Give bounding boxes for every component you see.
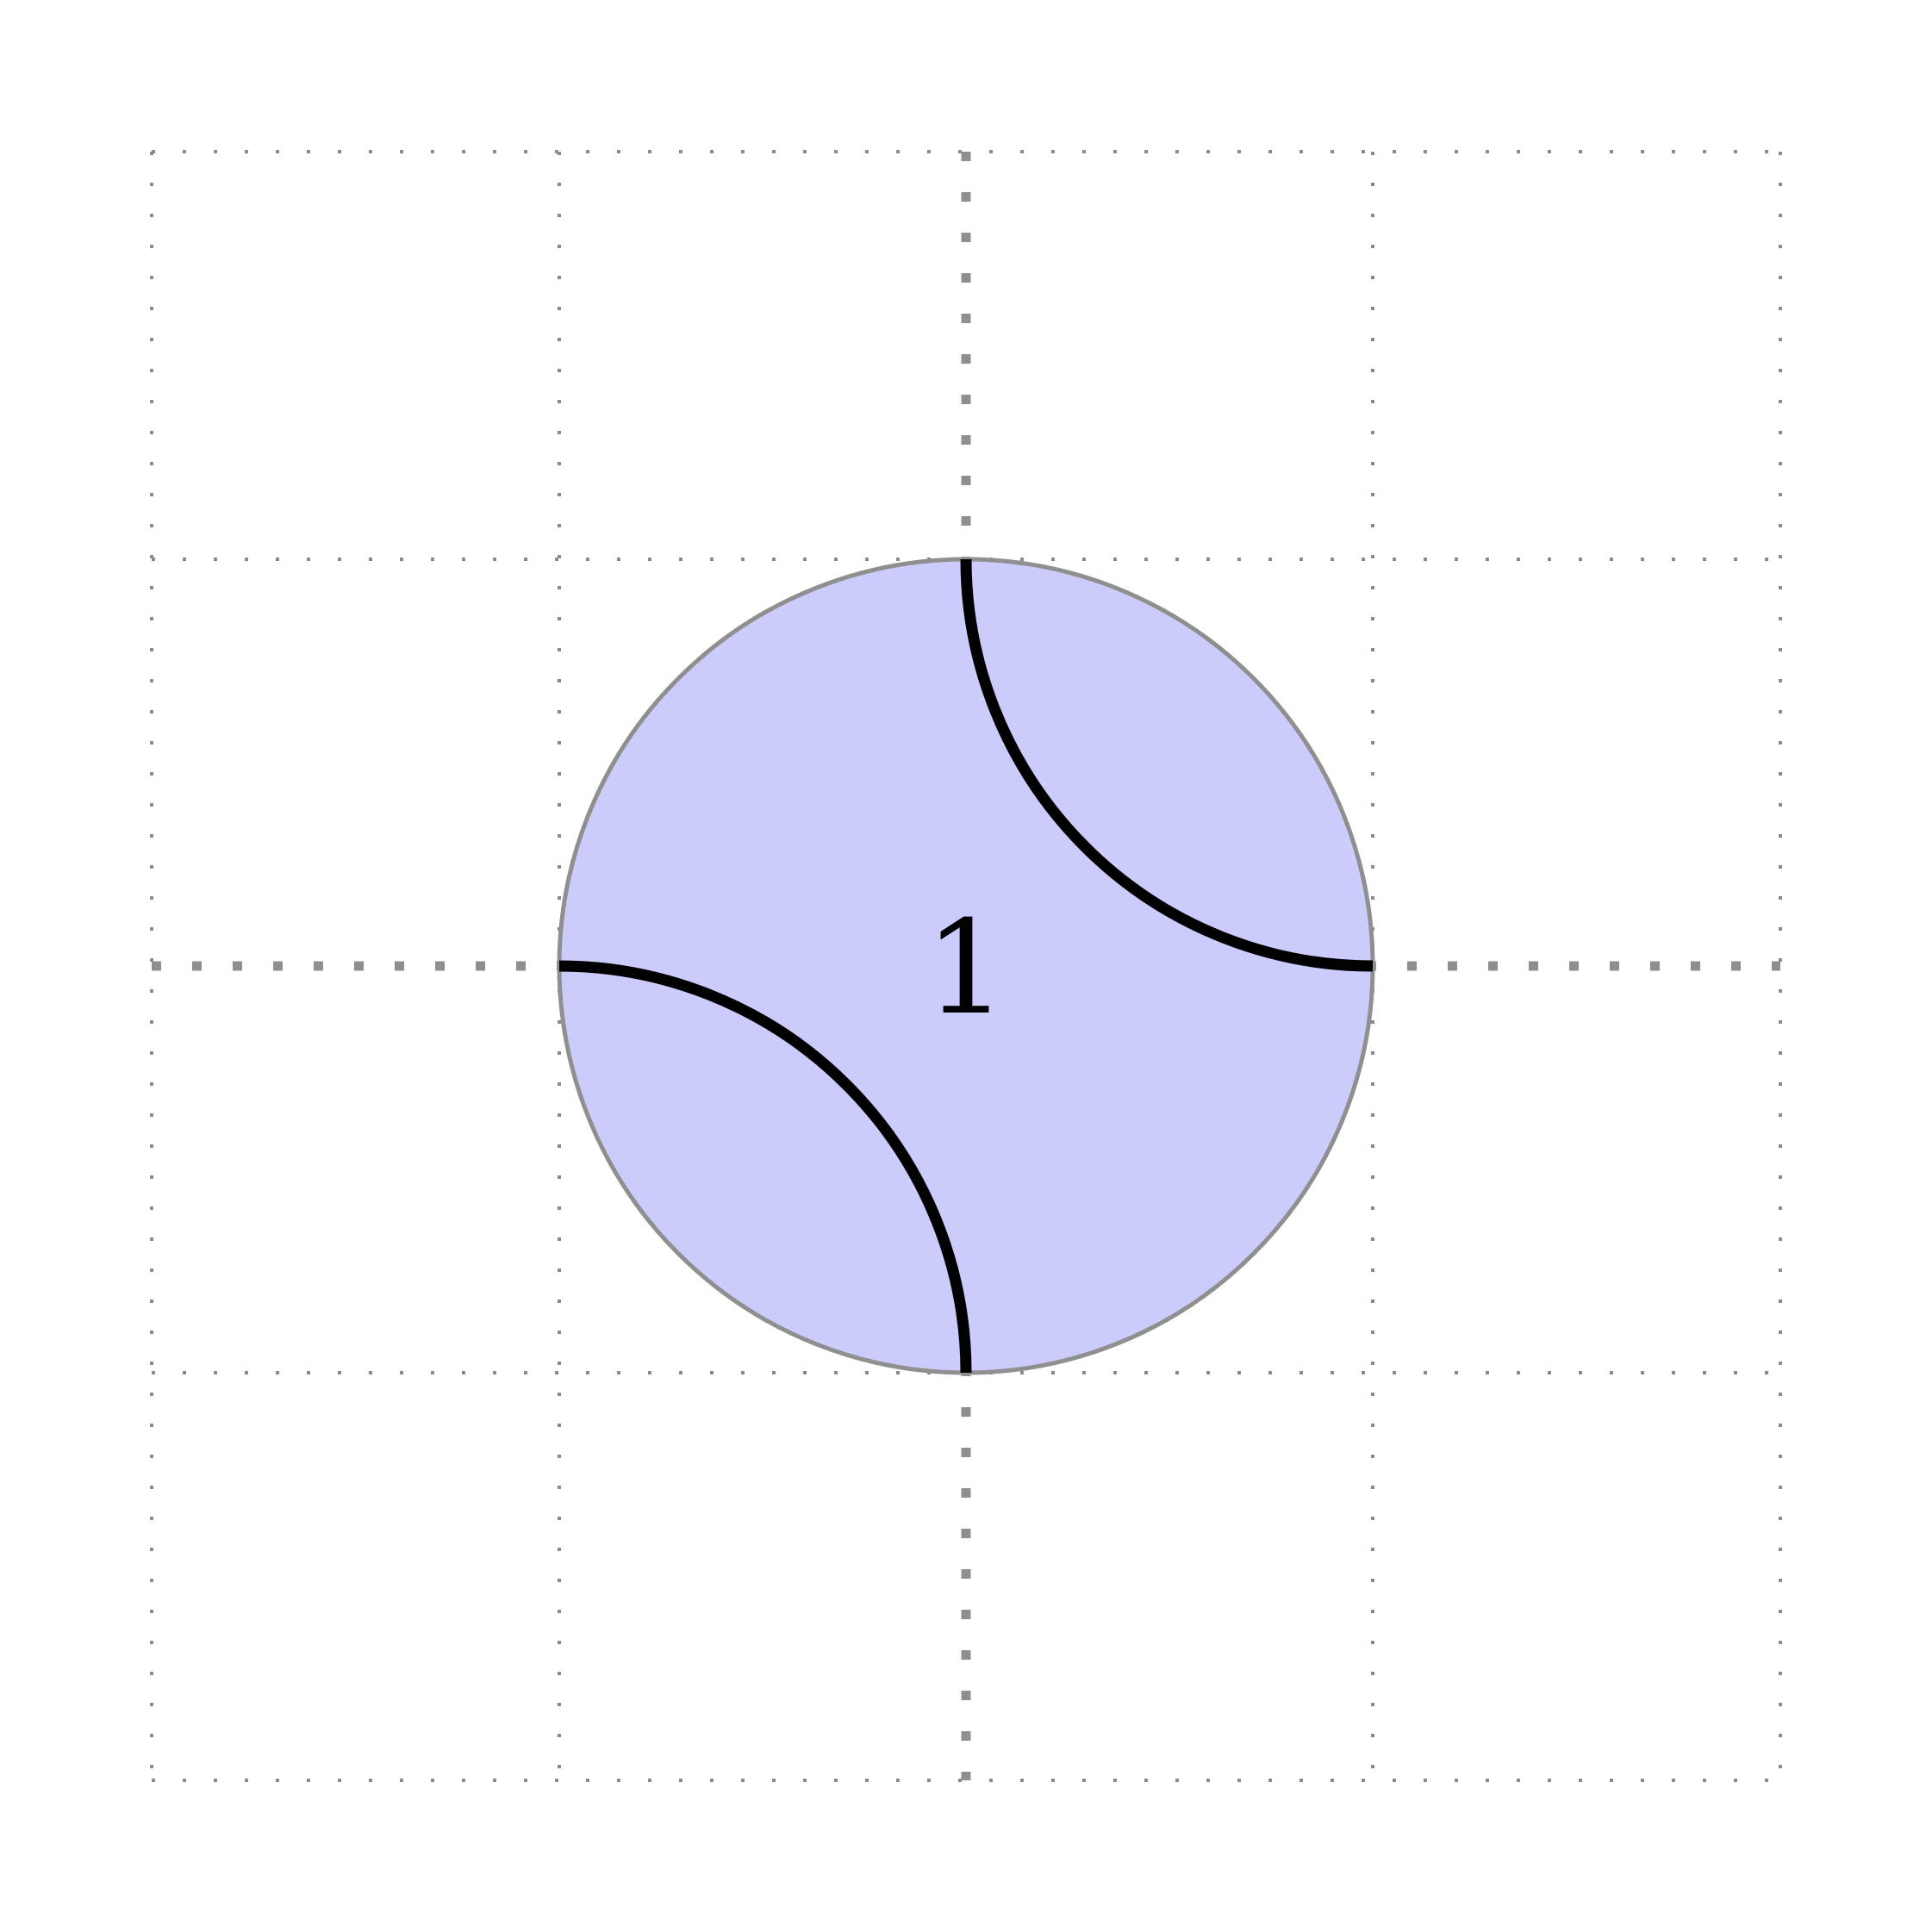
tile-number-label: 1 [925, 894, 1007, 1044]
arc-lower-left [558, 960, 972, 1374]
arc-upper-right [960, 558, 1374, 972]
